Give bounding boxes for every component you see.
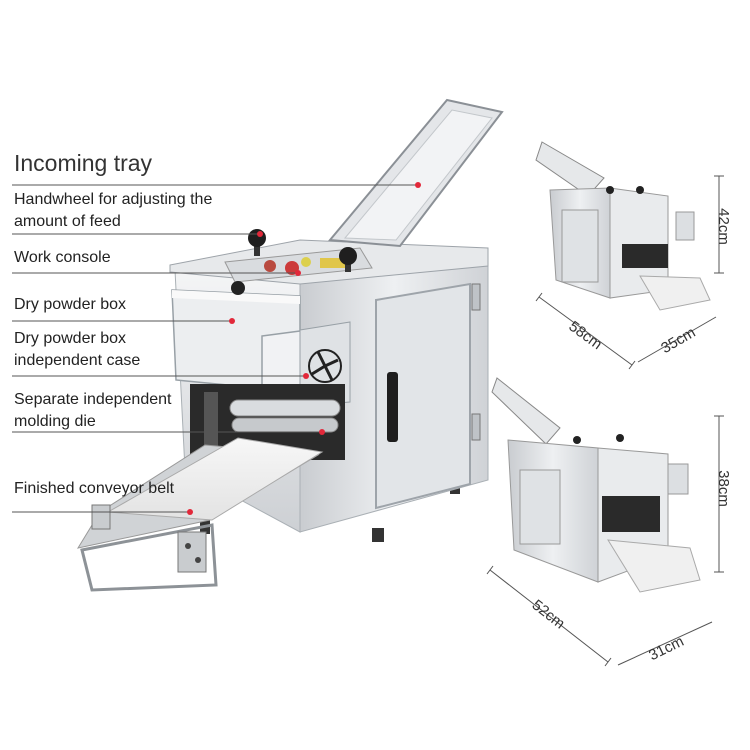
leader-lines xyxy=(12,184,418,513)
label-independent-case-line2: independent case xyxy=(14,352,141,369)
door-handle xyxy=(387,372,398,442)
belt-pointer xyxy=(187,509,193,515)
fan-icon xyxy=(308,349,342,383)
label-molding-die-line1: Separate independent xyxy=(14,391,172,408)
powder-box-pointer xyxy=(229,318,235,324)
large-machine-thumbnail xyxy=(535,141,711,311)
small-machine-thumbnail xyxy=(491,377,701,593)
cabinet-door xyxy=(375,282,471,510)
label-conveyor-belt: Finished conveyor belt xyxy=(14,480,175,497)
tray-pointer xyxy=(415,182,421,188)
main-machine xyxy=(76,98,504,592)
large-height-label: 42cm xyxy=(714,208,732,245)
label-work-console: Work console xyxy=(14,249,111,266)
molding-die xyxy=(204,392,341,452)
pointer-dots xyxy=(187,182,421,515)
small-height-label: 38cm xyxy=(714,470,732,507)
console-pointer xyxy=(295,270,301,276)
label-handwheel-line1: Handwheel for adjusting the xyxy=(14,191,213,208)
label-independent-case-line1: Dry powder box xyxy=(14,330,127,347)
handwheel-right xyxy=(339,247,357,272)
label-dry-powder-box: Dry powder box xyxy=(14,296,127,313)
label-handwheel-line2: amount of feed xyxy=(14,213,121,230)
large-dimension-lines xyxy=(535,175,724,370)
label-incoming-tray: Incoming tray xyxy=(14,150,153,176)
label-molding-die-line2: molding die xyxy=(14,413,96,430)
die-pointer xyxy=(319,429,325,435)
conveyor-belt xyxy=(76,437,324,592)
small-dimension-lines xyxy=(486,415,724,667)
case-pointer xyxy=(303,373,309,379)
handwheel-pointer xyxy=(257,231,263,237)
